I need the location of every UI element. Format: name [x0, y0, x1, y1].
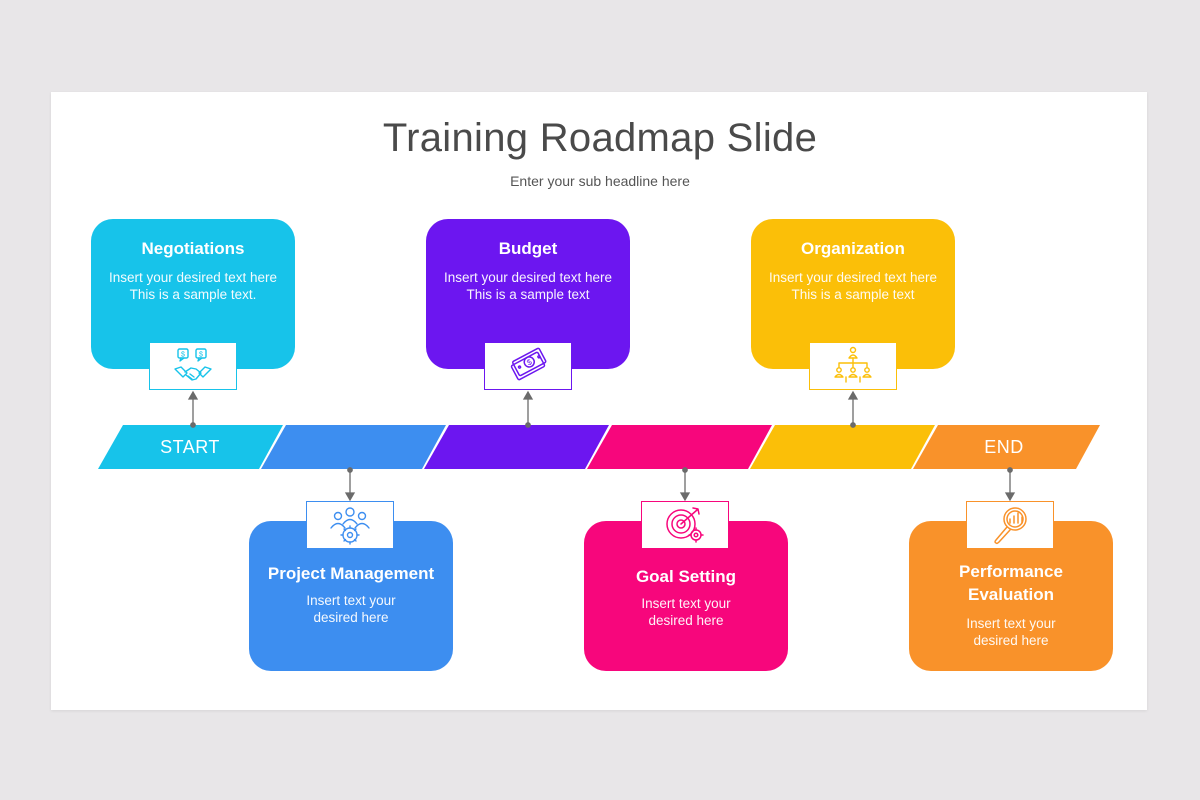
timeline-segment-6	[913, 425, 1100, 469]
org-chart-icon	[809, 342, 897, 390]
card-title: Negotiations	[141, 239, 245, 258]
card-title: Budget	[498, 239, 558, 258]
timeline-segment-3	[424, 425, 609, 469]
card-text-line1: Insert your desired text here	[108, 270, 278, 285]
card-text-line1: Insert text your	[306, 593, 396, 608]
team-icon	[306, 501, 394, 549]
svg-text:$: $	[181, 352, 185, 359]
card-text-line2: desired here	[973, 633, 1049, 648]
timeline-segment-5	[750, 425, 935, 469]
card-title: Project Management	[267, 564, 435, 583]
card-title: Organization	[801, 239, 905, 258]
card-text-line2: This is a sample text	[466, 287, 590, 302]
timeline-segment-2	[261, 425, 446, 469]
card-text-line2: desired here	[313, 610, 389, 625]
slide-subtitle: Enter your sub headline here	[510, 173, 690, 189]
card-text-line1: Insert your desired text here	[768, 270, 938, 285]
card-text-line1: Insert your desired text here	[443, 270, 613, 285]
card-title: Goal Setting	[635, 567, 737, 586]
card-text-line1: Insert text your	[641, 596, 731, 611]
slide-title: Training Roadmap Slide	[382, 116, 818, 160]
timeline-segment-1	[98, 425, 283, 469]
target-icon	[641, 501, 729, 549]
timeline-start-label: START	[160, 437, 220, 457]
card-text-line2: desired here	[648, 613, 724, 628]
card-title-line2: Evaluation	[968, 585, 1054, 604]
svg-text:$: $	[199, 352, 203, 359]
card-text-line2: This is a sample text	[791, 287, 915, 302]
card-text-line2: This is a sample text.	[129, 287, 257, 302]
timeline-end-label: END	[984, 437, 1024, 457]
handshake-icon: $ $	[149, 342, 237, 390]
money-icon: $	[484, 342, 572, 390]
card-text-line1: Insert text your	[966, 616, 1056, 631]
timeline-segment-4	[587, 425, 772, 469]
magnifier-chart-icon	[966, 501, 1054, 549]
svg-text:$: $	[525, 357, 534, 367]
card-title-line1: Performance	[959, 562, 1063, 581]
